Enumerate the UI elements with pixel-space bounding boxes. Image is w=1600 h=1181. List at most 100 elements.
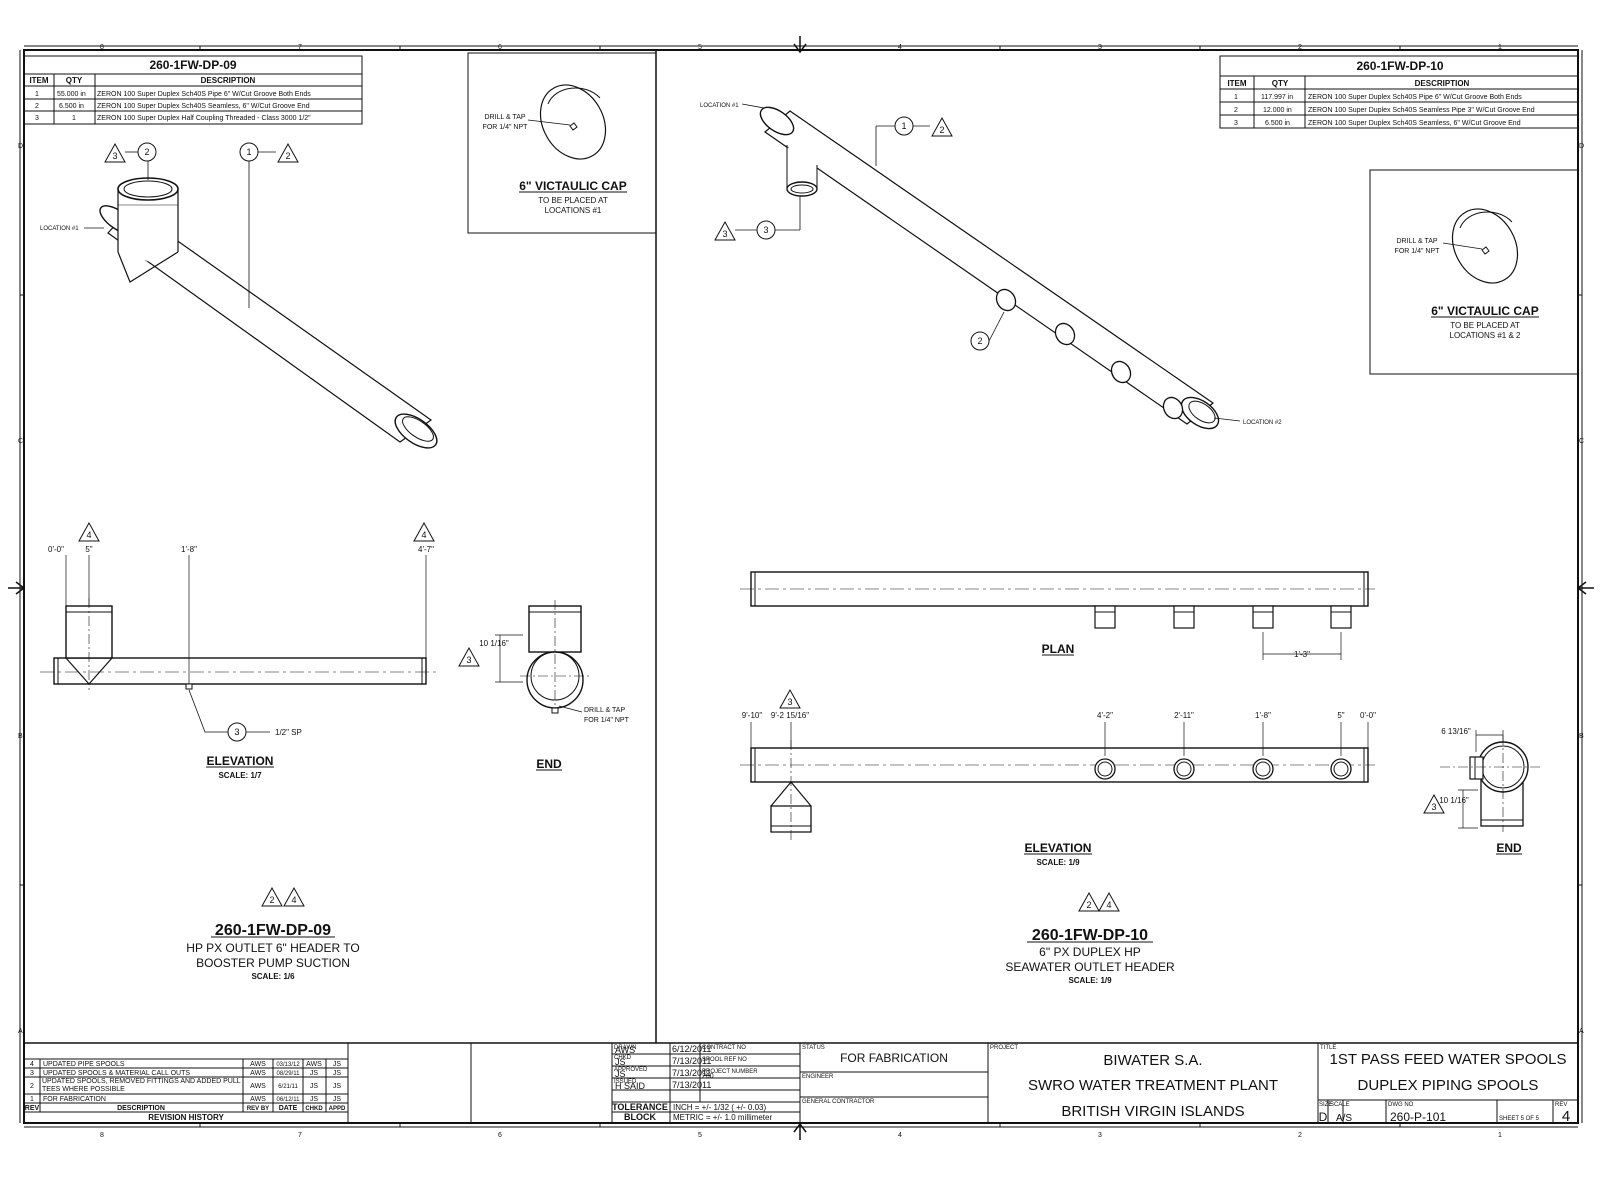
revision-tag: 3 (1431, 802, 1436, 812)
view-title: ELEVATION (1025, 841, 1092, 855)
bom-title: 260-1FW-DP-10 (1356, 59, 1443, 73)
location-label: LOCATION #1 (700, 103, 739, 109)
dimension-label: 2'-11" (1174, 711, 1194, 720)
bom-cell: 3 (1234, 120, 1238, 127)
field-label: ENGINEER (802, 1074, 834, 1080)
spool-title: 260-1FW-DP-09 (215, 922, 331, 939)
dimension-label: 4'-7" (418, 545, 434, 554)
item-balloon: 1 (246, 147, 251, 157)
revision-tag: 4 (421, 530, 426, 540)
victaulic-cap-detail-right: DRILL & TAP FOR 1/4" NPT 6" VICTAULIC CA… (1369, 169, 1579, 375)
dimension-label: 4'-2" (1097, 711, 1113, 720)
frame-labels: 8 7 6 5 4 3 2 1 8 7 6 5 4 3 2 1 D C B A … (18, 44, 1584, 1139)
sign-date: 7/13/2011 (672, 1080, 711, 1090)
dimension-label: 1'-3" (1294, 650, 1310, 659)
revision-tag: 4 (1106, 900, 1111, 910)
sign-label: APPROVED (614, 1067, 648, 1073)
rev-cell: UPDATED PIPE SPOOLS (43, 1061, 125, 1068)
bom-cell: ZERON 100 Super Duplex Sch40S Pipe 6" W/… (97, 91, 311, 98)
bom-cell: ZERON 100 Super Duplex Sch40S Seamless P… (1308, 107, 1535, 114)
bom-cell: ZERON 100 Super Duplex Sch40S Seamless, … (1308, 120, 1521, 127)
row-label: A (1579, 1028, 1584, 1035)
location-label: LOCATION #1 (40, 226, 79, 232)
view-title: PLAN (1042, 642, 1075, 656)
col-label: 2 (1298, 1132, 1302, 1139)
rev-cell: 4 (30, 1061, 34, 1068)
project-number: 260 (702, 1073, 714, 1080)
revision-tag: 2 (269, 895, 274, 905)
spool-desc-2: BOOSTER PUMP SUCTION (196, 956, 350, 970)
sign-name: AWS (615, 1045, 635, 1055)
field-label: SIZE (1319, 1102, 1332, 1108)
spool-scale: SCALE: 1/6 (251, 972, 295, 981)
tolerance-metric: METRIC = +/- 1.0 millimeter (673, 1113, 772, 1122)
row-label: C (18, 438, 23, 445)
spool-scale: SCALE: 1/9 (1068, 976, 1112, 985)
sign-name: H SAID (615, 1081, 646, 1091)
end-view-left: 10 1/16" 3 DRILL & TAP FOR 1/4" NPT END (458, 600, 630, 771)
project-line: BIWATER S.A. (1103, 1052, 1202, 1069)
cap-note: TO BE PLACED AT (1450, 321, 1520, 330)
view-title: END (1496, 841, 1522, 855)
plan-view-right: 1'-3" PLAN (740, 571, 1375, 660)
revision-tag: 2 (939, 125, 944, 135)
cap-note: TO BE PLACED AT (538, 196, 608, 205)
col-label: 8 (100, 44, 104, 51)
isometric-view-left: LOCATION #1 3 2 1 2 (40, 142, 438, 449)
bom-title: 260-1FW-DP-09 (149, 58, 236, 72)
bom-header: DESCRIPTION (201, 76, 256, 85)
rev-cell: JS (333, 1096, 342, 1103)
rev-cell: 06/12/11 (277, 1097, 301, 1103)
bill-of-materials-left: 260-1FW-DP-09 ITEM QTY DESCRIPTION 1 55.… (23, 55, 363, 125)
field-label: DWG NO (1388, 1102, 1414, 1108)
item-balloon: 2 (144, 147, 149, 157)
revision-tag: 3 (787, 697, 792, 707)
rev-cell: JS (310, 1096, 319, 1103)
project-line-3: BRITISH VIRGIN ISLANDS (1061, 1103, 1244, 1120)
rev-cell: 3 (30, 1070, 34, 1077)
project-line-2: SWRO WATER TREATMENT PLANT (1028, 1077, 1278, 1094)
dimension-label: 9'-2 15/16" (771, 711, 809, 720)
col-label: 2 (1298, 44, 1302, 51)
row-label: D (1579, 143, 1584, 150)
field-label: STATUS (802, 1045, 825, 1051)
row-label: C (1579, 438, 1584, 445)
rev-cell: AWS (250, 1061, 266, 1068)
location-label: LOCATION #2 (1243, 420, 1282, 426)
revision-number: 4 (1562, 1108, 1570, 1125)
cap-note-2: LOCATIONS #1 & 2 (1450, 331, 1522, 340)
item-balloon: 1 (901, 121, 906, 131)
victaulic-cap-detail-left: DRILL & TAP FOR 1/4" NPT 6" VICTAULIC CA… (467, 52, 657, 234)
rev-header: APPD (329, 1106, 346, 1112)
drill-note: DRILL & TAP (584, 707, 625, 714)
bom-cell: 12.000 in (1263, 107, 1292, 114)
bom-header: DESCRIPTION (1415, 79, 1470, 88)
bom-cell: ZERON 100 Super Duplex Half Coupling Thr… (97, 115, 311, 122)
col-label: 7 (298, 44, 302, 51)
drawing-title-2: DUPLEX PIPING SPOOLS (1358, 1077, 1539, 1094)
cap-drill-note: DRILL & TAP (484, 114, 525, 121)
col-label: 8 (100, 1132, 104, 1139)
frame-ticks (20, 46, 1582, 1127)
rev-cell: UPDATED SPOOLS, REMOVED FITTINGS AND ADD… (42, 1078, 241, 1093)
rev-cell: AWS (250, 1096, 266, 1103)
rev-cell: JS (333, 1083, 342, 1090)
end-view-right: 6 13/16" 10 1/16" 3 END (1423, 727, 1540, 855)
field-label: TITLE (1320, 1045, 1336, 1051)
col-label: 4 (898, 44, 902, 51)
spool-desc-2: SEAWATER OUTLET HEADER (1005, 960, 1175, 974)
dimension-label: 1'-8" (181, 545, 197, 554)
spool-title: 260-1FW-DP-10 (1032, 927, 1148, 944)
spool-title-right: 2 4 260-1FW-DP-10 6" PX DUPLEX HP SEAWAT… (1005, 891, 1175, 985)
col-label: 6 (498, 1132, 502, 1139)
field-label: REV (1555, 1102, 1567, 1108)
col-label: 1 (1498, 1132, 1502, 1139)
field-label: CONTRACT NO (702, 1045, 746, 1051)
dimension-label: 0'-0" (1360, 711, 1376, 720)
col-label: 6 (498, 44, 502, 51)
bom-cell: 1 (72, 115, 76, 122)
col-label: 4 (898, 1132, 902, 1139)
rev-header: REV (25, 1105, 40, 1112)
cap-title: 6" VICTAULIC CAP (1431, 304, 1538, 318)
